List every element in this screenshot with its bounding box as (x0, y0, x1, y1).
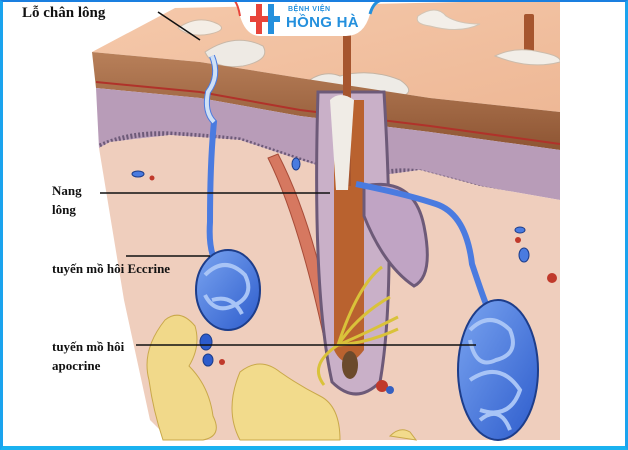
label-pore: Lỗ chân lông (22, 5, 106, 21)
logo-title: HỒNG HÀ (286, 14, 359, 31)
hair-follicle (315, 6, 429, 396)
blood-vessels (131, 157, 557, 367)
eccrine-gland (195, 54, 261, 331)
hospital-watermark-logo: BỆNH VIỆN HỒNG HÀ (234, 0, 384, 40)
leader-lines (100, 11, 476, 346)
logo-subtitle: BỆNH VIỆN (288, 6, 331, 13)
label-hair-follicle-1: Nang (52, 183, 82, 198)
apocrine-gland (355, 181, 539, 441)
label-apocrine-gland-2: apocrine (52, 358, 101, 373)
label-eccrine-gland: tuyến mồ hôi Eccrine (52, 261, 171, 276)
hospital-cross-icon (250, 4, 280, 34)
fat-tissue (146, 314, 418, 441)
label-apocrine-gland-1: tuyến mồ hôi (52, 339, 125, 354)
label-hair-follicle-2: lông (52, 202, 76, 217)
